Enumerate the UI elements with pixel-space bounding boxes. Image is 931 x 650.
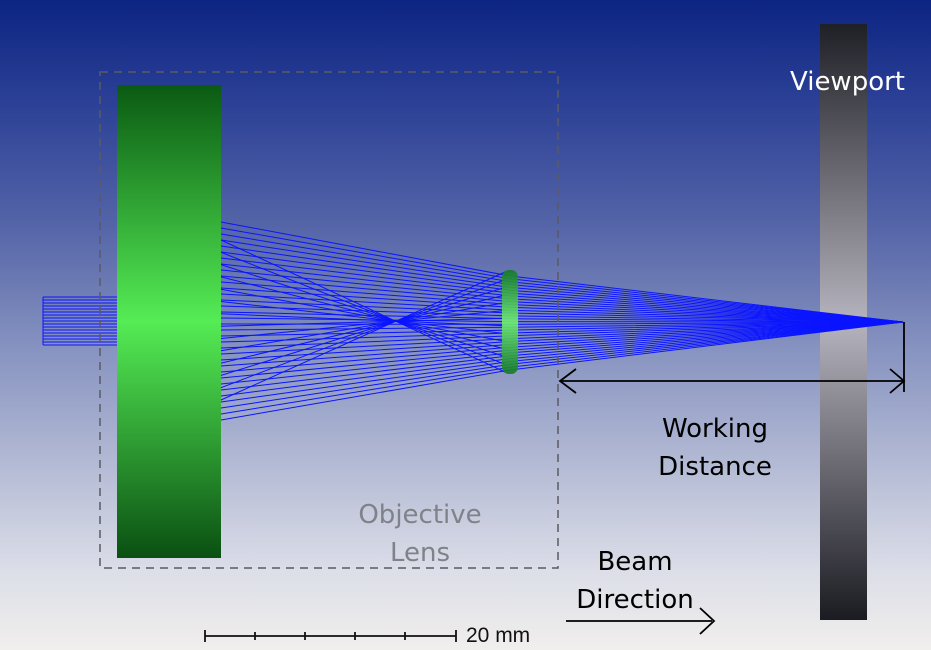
crossing-ray — [220, 286, 506, 376]
crossing-ray — [220, 264, 506, 358]
large-lens — [117, 85, 221, 558]
objective-lens-label: Objective Lens — [358, 500, 482, 568]
beam-direction-label: Beam Direction — [576, 547, 694, 615]
incoming-beam — [42, 296, 120, 346]
beam-direction-arrow — [566, 607, 716, 635]
ray-fan — [220, 221, 904, 421]
crossing-ray — [220, 279, 506, 389]
crossing-ray — [220, 317, 506, 327]
viewport-label: Viewport — [790, 67, 905, 97]
crossing-ray — [220, 288, 506, 342]
small-lens — [502, 270, 518, 374]
crossing-ray — [220, 294, 506, 364]
crossing-ray — [220, 271, 506, 401]
crossing-ray — [220, 276, 506, 350]
crossing-ray — [220, 313, 506, 327]
crossing-ray — [220, 239, 506, 373]
objective-lens-box — [99, 71, 559, 569]
working-distance-arrow — [558, 322, 906, 394]
crossing-ray — [220, 301, 506, 334]
crossing-ray — [220, 251, 506, 365]
scale-bar — [204, 630, 457, 642]
crossing-ray — [220, 310, 506, 339]
crossing-ray — [220, 302, 506, 352]
scale-label: 20 mm — [466, 624, 531, 647]
working-distance-label: Working Distance — [658, 414, 772, 482]
